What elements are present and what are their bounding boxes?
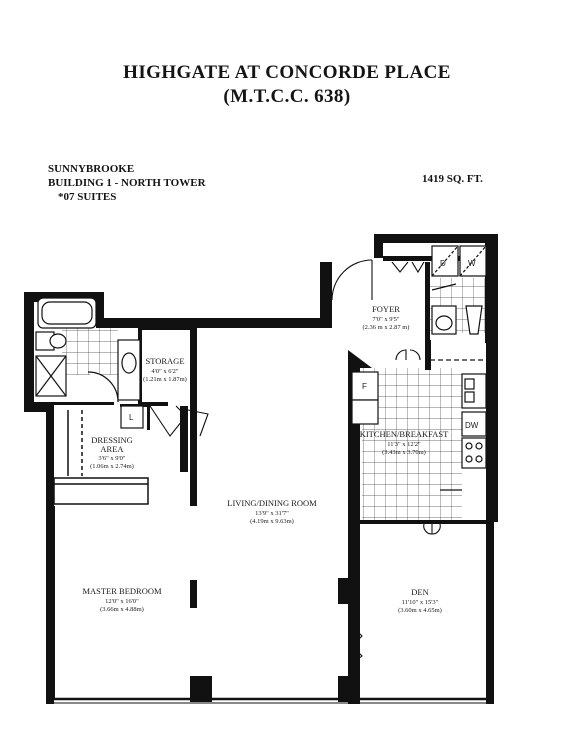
kitchen-fixtures (351, 359, 487, 491)
entry-doors (331, 259, 425, 361)
storage-door (149, 405, 209, 470)
storage-metric: (1.21m x 1.87m) (143, 376, 187, 383)
suite-name: SUNNYBROOKE (48, 163, 135, 175)
interior-walls (54, 256, 488, 704)
washer-label: W (468, 259, 476, 268)
storage-label: STORAGE (145, 356, 184, 366)
master-dims: 12'0" x 16'0" (105, 598, 139, 605)
linen-closet (120, 405, 144, 429)
storage-dims: 4'0" x 6'2" (151, 368, 178, 375)
fridge-label: F (362, 382, 367, 391)
dressing-dims: 3'6" x 9'0" (98, 455, 125, 462)
kitchen-metric: (3.43m x 3.70m) (382, 449, 426, 456)
den-label: DEN (411, 587, 428, 597)
suite-area: 1419 SQ. FT. (422, 173, 483, 185)
living-metric: (4.19m x 9.63m) (250, 518, 294, 525)
suite-numbers: *07 SUITES (58, 191, 117, 203)
den-metric: (3.60m x 4.65m) (398, 607, 442, 614)
kitchen-dims: 11'3" x 12'2" (387, 441, 421, 448)
master-metric: (3.66m x 4.88m) (100, 606, 144, 613)
dryer-label: D (440, 259, 446, 268)
bath-tile-floor (62, 327, 118, 375)
dressing-closets (53, 410, 149, 505)
master-label: MASTER BEDROOM (82, 586, 162, 596)
exterior-walls (24, 234, 498, 704)
dressing-metric: (1.06m x 2.74m) (90, 463, 134, 470)
dishwasher-label: DW (465, 421, 479, 430)
plan-subtitle: (M.T.C.C. 638) (223, 86, 351, 107)
suite-building: BUILDING 1 - NORTH TOWER (48, 177, 206, 189)
den-dims: 11'10" x 15'3" (402, 599, 439, 606)
kitchen-tile-floor (362, 368, 462, 520)
den-doors (351, 523, 441, 665)
room-labels: FOYER 7'0" x 9'5" (2.36 m x 2.87 m) STOR… (82, 304, 449, 614)
dressing-label-2: AREA (100, 444, 124, 454)
bath-fixtures (35, 297, 141, 403)
dressing-label: DRESSING (91, 435, 133, 445)
window-line (53, 506, 486, 704)
foyer-column (348, 350, 372, 368)
suite-info: SUNNYBROOKE BUILDING 1 - NORTH TOWER *07… (48, 162, 206, 204)
linen-label: L (129, 413, 134, 422)
living-label: LIVING/DINING ROOM (227, 498, 317, 508)
living-dims: 13'9" x 31'7" (255, 510, 289, 517)
foyer-metric: (2.36 m x 2.87 m) (363, 324, 410, 331)
foyer-label: FOYER (372, 304, 400, 314)
plan-title: HIGHGATE AT CONCORDE PLACE (123, 62, 451, 83)
kitchen-label: KITCHEN/BREAKFAST (360, 429, 449, 439)
foyer-dims: 7'0" x 9'5" (372, 316, 399, 323)
laundry (431, 245, 487, 335)
